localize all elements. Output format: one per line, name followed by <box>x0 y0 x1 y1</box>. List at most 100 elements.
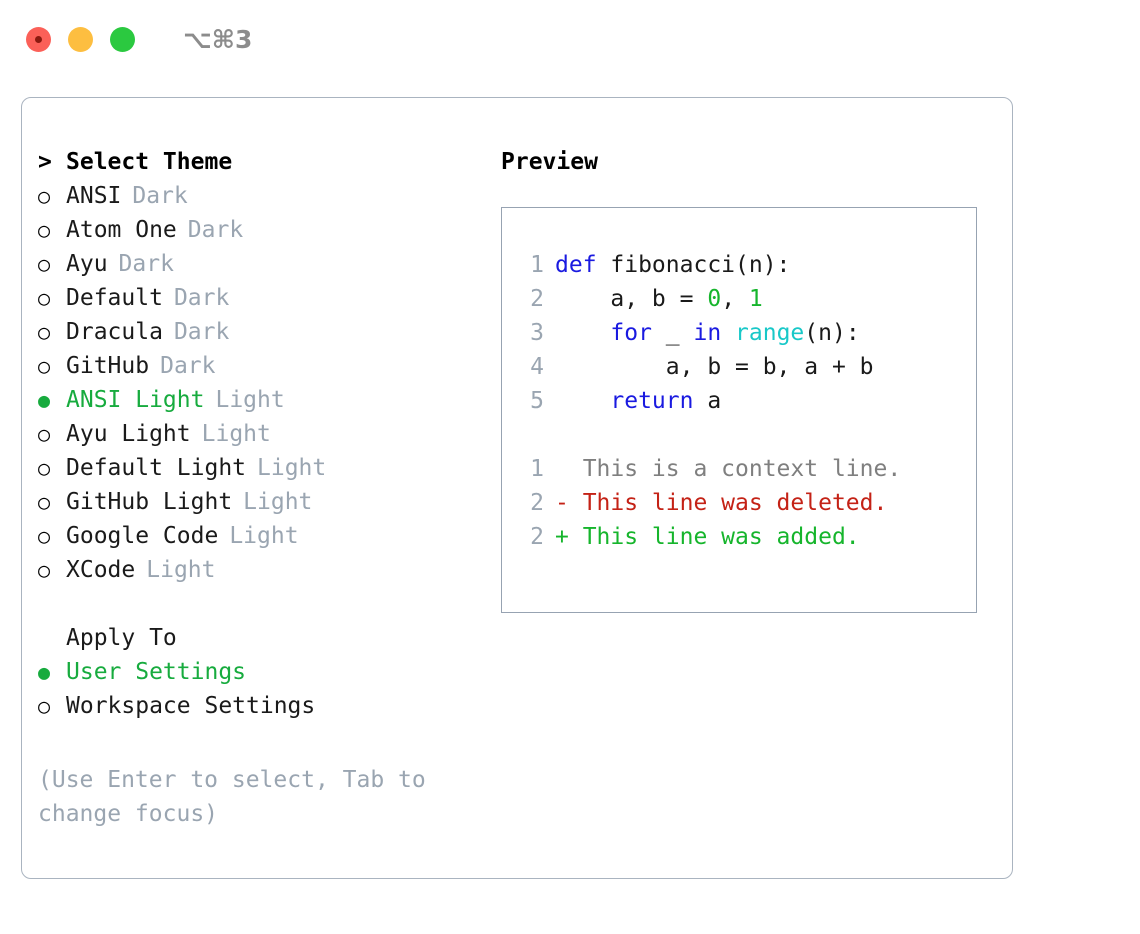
diff-line: 2 - This line was deleted. <box>514 486 974 520</box>
code-token: range <box>735 320 805 346</box>
apply-to-header: Apply To <box>38 621 508 655</box>
radio-unselected-icon[interactable]: ○ <box>38 524 51 548</box>
title-bar: ⌥⌘3 <box>0 0 1140 78</box>
radio-unselected-icon[interactable]: ○ <box>38 694 51 718</box>
radio-unselected-icon[interactable]: ○ <box>38 354 51 378</box>
code-token: a <box>693 388 722 414</box>
close-button[interactable] <box>26 26 51 52</box>
code-token: fibonacci(n): <box>596 252 791 278</box>
radio-unselected-icon[interactable]: ○ <box>38 558 51 582</box>
code-line-text: def fibonacci(n): <box>555 248 790 282</box>
radio-unselected-icon[interactable]: ○ <box>38 490 51 514</box>
code-token: 1 <box>748 286 763 312</box>
theme-name-label: Default Light <box>66 455 247 481</box>
apply-to-option-label: User Settings <box>66 659 247 685</box>
theme-list-item[interactable]: ○ Google Code Light <box>38 519 508 553</box>
theme-name-label: ANSI <box>66 183 122 209</box>
theme-name-label: Google Code <box>66 523 219 549</box>
code-line: 4 a, b = b, a + b <box>514 350 974 384</box>
code-line: 5 return a <box>514 384 974 418</box>
apply-to-options: ● User Settings ○Workspace Settings <box>38 655 508 723</box>
radio-unselected-icon[interactable]: ○ <box>38 320 51 344</box>
keyboard-hint-text: (Use Enter to select, Tab to change focu… <box>38 767 440 827</box>
code-line-text: return a <box>555 384 721 418</box>
window-controls <box>26 26 135 52</box>
theme-list-item[interactable]: ○ Ayu Dark <box>38 247 508 281</box>
code-line-text: a, b = 0, 1 <box>555 282 763 316</box>
theme-name-label: ANSI Light <box>66 387 205 413</box>
theme-variant-label: Dark <box>132 183 188 209</box>
minimize-button[interactable] <box>68 26 93 52</box>
code-token: def <box>555 252 597 278</box>
line-number: 2 <box>530 490 544 516</box>
radio-unselected-icon[interactable]: ○ <box>38 422 51 446</box>
code-token <box>555 388 610 414</box>
theme-list-item[interactable]: ○ Default Dark <box>38 281 508 315</box>
line-number: 4 <box>530 354 544 380</box>
theme-variant-label: Light <box>215 387 285 413</box>
radio-unselected-icon[interactable]: ○ <box>38 218 51 242</box>
list-spacer <box>38 587 508 621</box>
theme-variant-label: Light <box>146 557 216 583</box>
radio-unselected-icon[interactable]: ○ <box>38 184 51 208</box>
theme-picker-header: > Select Theme <box>38 145 508 179</box>
keyboard-shortcut-label: ⌥⌘3 <box>183 24 253 54</box>
code-token: for <box>610 320 652 346</box>
code-token: a, b = <box>555 286 708 312</box>
code-line-text: for _ in range(n): <box>555 316 860 350</box>
theme-variant-label: Light <box>229 523 299 549</box>
code-blank-line <box>514 418 974 452</box>
code-token: in <box>693 320 722 346</box>
page-title: Select Theme <box>66 149 233 175</box>
theme-variant-label: Dark <box>118 251 174 277</box>
theme-name-label: Atom One <box>66 217 177 243</box>
code-token: , <box>721 286 749 312</box>
theme-name-label: Ayu <box>66 251 108 277</box>
apply-to-option[interactable]: ○Workspace Settings <box>38 689 508 723</box>
radio-unselected-icon[interactable]: ○ <box>38 252 51 276</box>
apply-to-option[interactable]: ● User Settings <box>38 655 508 689</box>
theme-name-label: Default <box>66 285 163 311</box>
code-token: 0 <box>707 286 722 312</box>
line-number: 2 <box>530 286 544 312</box>
code-token: (n): <box>804 320 860 346</box>
theme-list-item[interactable]: ○ XCode Light <box>38 553 508 587</box>
diff-line: 2+ This line was added. <box>514 520 974 554</box>
preview-title: Preview <box>501 149 598 175</box>
diff-line-text: This is a context line. <box>555 456 902 482</box>
radio-selected-icon[interactable]: ● <box>38 660 51 684</box>
diff-line: 1 This is a context line. <box>514 452 974 486</box>
theme-name-label: XCode <box>66 557 136 583</box>
diff-line-text: - This line was deleted. <box>555 490 888 516</box>
radio-unselected-icon[interactable]: ○ <box>38 286 51 310</box>
theme-list-item[interactable]: ● ANSI Light Light <box>38 383 508 417</box>
code-token: a, b = b, a + b <box>555 354 874 380</box>
code-line: 2 a, b = 0, 1 <box>514 282 974 316</box>
code-line-text: a, b = b, a + b <box>555 350 874 384</box>
theme-variant-label: Dark <box>173 285 230 311</box>
line-number: 1 <box>530 456 544 482</box>
diff-line-text: + This line was added. <box>555 524 860 550</box>
theme-variant-label: Dark <box>173 319 230 345</box>
theme-name-label: Ayu Light <box>66 421 191 447</box>
radio-unselected-icon[interactable]: ○ <box>38 456 51 480</box>
maximize-button[interactable] <box>110 26 135 52</box>
code-token: _ <box>651 320 694 346</box>
code-token <box>555 320 610 346</box>
radio-selected-icon[interactable]: ● <box>38 388 51 412</box>
code-token <box>721 320 735 346</box>
line-number: 3 <box>530 320 544 346</box>
prompt-caret-icon: > <box>38 149 52 175</box>
theme-list-item[interactable]: ○ ANSI Dark <box>38 179 508 213</box>
